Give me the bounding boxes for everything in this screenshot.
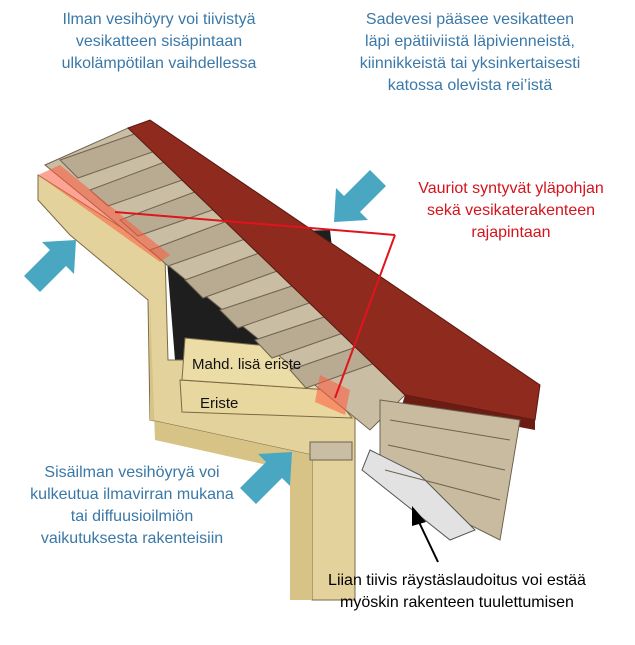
caption-damage-zone: Vauriot syntyvät yläpohjan sekä vesikate… (418, 180, 604, 241)
arrow-left (24, 240, 76, 292)
blue-arrows (24, 170, 386, 504)
damage-zone-right (315, 375, 350, 415)
label-insulation: Eriste (200, 395, 239, 412)
wall-post (309, 441, 353, 461)
caption-condensation: Ilman vesihöyry voi tiivistyä vesikattee… (61, 11, 257, 72)
eaves-boards (379, 399, 521, 541)
wall-face-shade (150, 300, 312, 600)
damage-leader-lines (114, 211, 396, 399)
label-extra-insulation: Mahd. lisä eriste (192, 356, 302, 373)
damage-zone-left (38, 165, 170, 262)
black-arrow (412, 506, 439, 563)
arrow-top-right (334, 170, 386, 222)
caption-indoor-vapor: Sisäilman vesihöyryä voi kulkeutua ilmav… (30, 464, 234, 547)
roof-covering-red (127, 119, 541, 421)
caption-rainwater: Sadevesi pääsee vesikatteen läpi epätiiv… (359, 11, 581, 94)
roof-battens (59, 131, 379, 389)
arrow-bottom-left (240, 452, 292, 504)
eaves-tight-board (361, 449, 476, 541)
caption-eaves-ventilation: Liian tiivis räystäslaudoitus voi estää … (328, 572, 586, 611)
